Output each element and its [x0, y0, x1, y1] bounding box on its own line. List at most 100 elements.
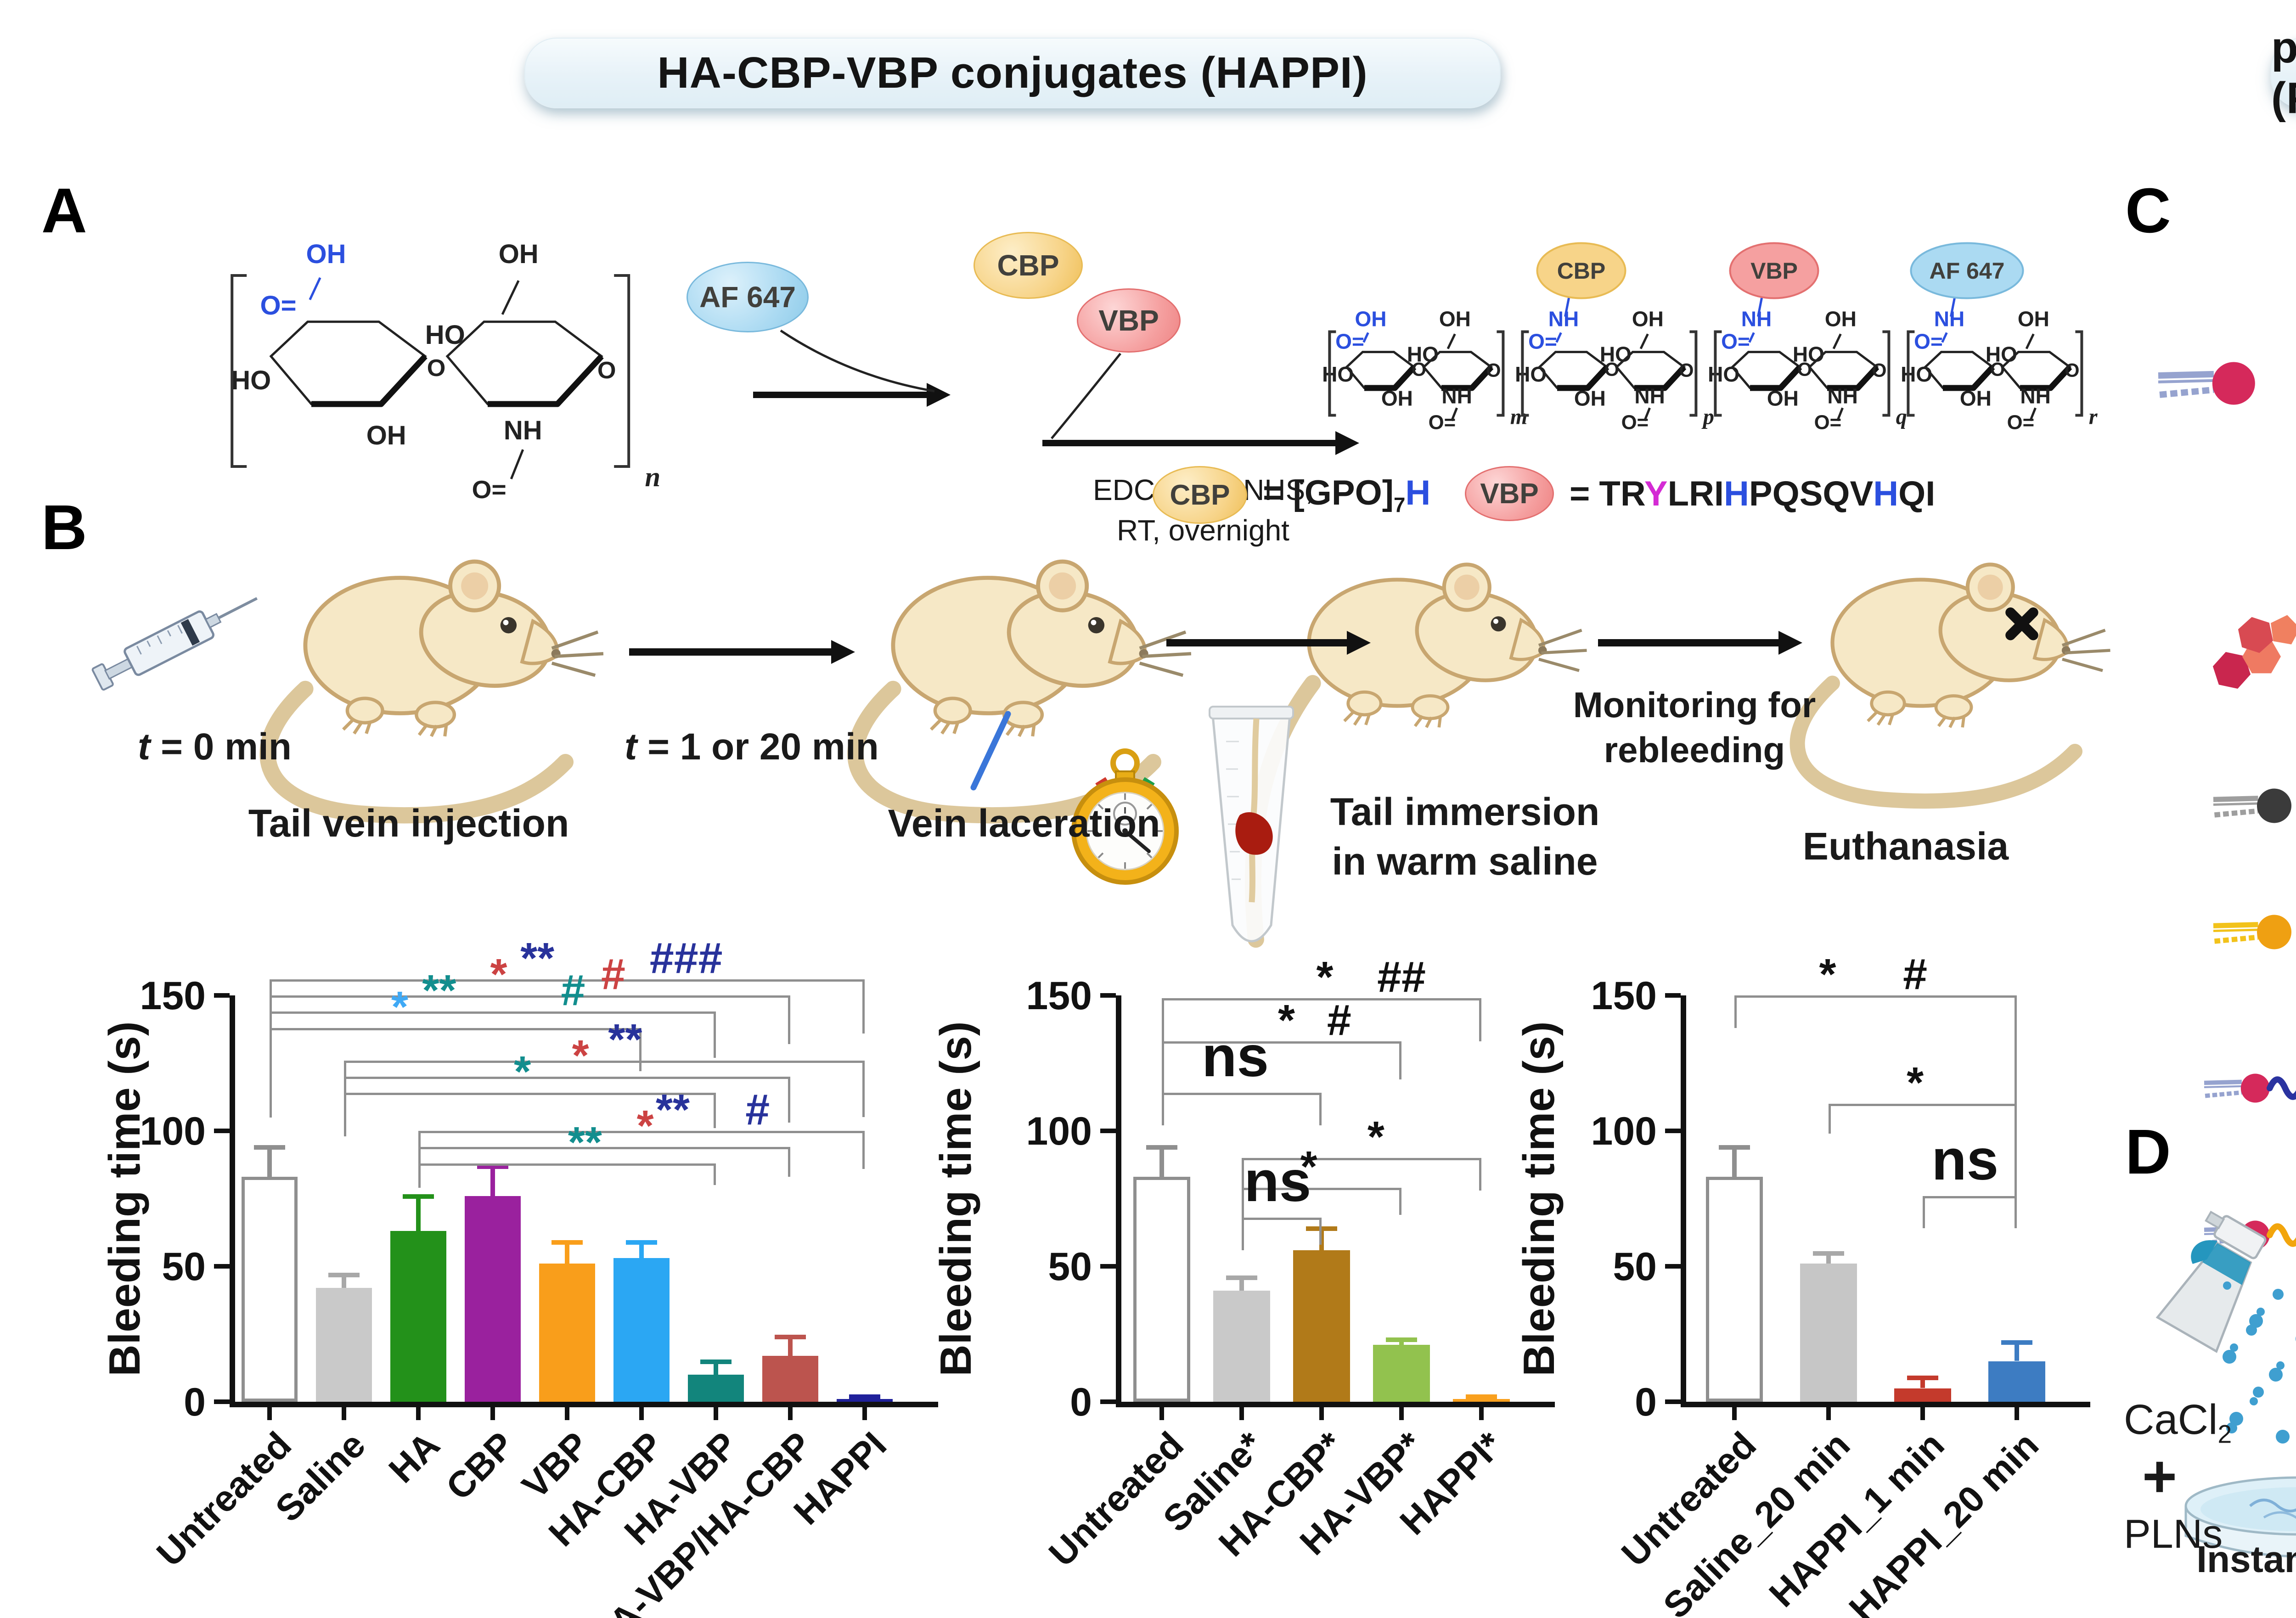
bar: [688, 1375, 744, 1402]
y-tick-label: 150: [1026, 974, 1092, 1018]
sig-mark: *: [391, 982, 408, 1031]
banner-happi-text: HA-CBP-VBP conjugates (HAPPI): [657, 48, 1368, 97]
sig-bracket-line: [418, 1147, 790, 1150]
sig-mark: *: [1300, 1142, 1317, 1191]
svg-text:O: O: [1486, 360, 1501, 381]
sig-bracket-line: [418, 1131, 865, 1133]
sig-bracket-line: [1162, 998, 1481, 1000]
svg-text:r: r: [2089, 404, 2098, 429]
error-bar-cap: [1719, 1145, 1750, 1150]
sig-bracket-line: [1162, 1041, 1401, 1044]
svg-text:O: O: [1797, 359, 1812, 380]
bar: [1894, 1388, 1951, 1402]
sig-bracket-line: [1242, 1158, 1481, 1160]
error-bar-cap: [1907, 1375, 1938, 1380]
x-tick-mark: [1239, 1402, 1244, 1420]
legend-icon-DSPC: [2200, 762, 2296, 849]
sig-bracket-line: [270, 1011, 716, 1014]
error-bar: [714, 1361, 718, 1375]
x-tick-mark: [788, 1402, 793, 1420]
error-bar: [788, 1337, 793, 1356]
svg-text:NH: NH: [1741, 307, 1772, 331]
syringe-icon: [91, 597, 258, 691]
x-tick-mark: [1399, 1402, 1404, 1420]
sig-mark: *: [1316, 952, 1334, 1001]
x-tick-mark: [1826, 1402, 1831, 1420]
timepoint-0: t = 0 min: [138, 726, 292, 768]
svg-text:O=: O=: [1528, 330, 1557, 354]
error-bar: [2015, 1342, 2019, 1361]
legend-icon-Chol: [2200, 613, 2296, 700]
lipid-icon: [2204, 1073, 2296, 1103]
svg-text:p: p: [1701, 404, 1714, 429]
vbp-legend-sequence: =TRYLRIHPQSQVHQI: [1570, 474, 1936, 513]
lipid-icon: [2158, 362, 2255, 405]
svg-text:O=: O=: [1914, 330, 1943, 354]
sig-bracket-line: [344, 1077, 790, 1079]
bar: [1133, 1177, 1190, 1402]
timepoint-1: t = 1 or 20 min: [625, 726, 879, 768]
error-bar-cap: [328, 1272, 360, 1277]
x-tick-mark: [342, 1402, 346, 1420]
error-bar: [490, 1166, 495, 1196]
svg-text:O: O: [1604, 359, 1619, 380]
vbp-seq-part: PQSQV: [1749, 474, 1874, 513]
sig-bracket-drop: [344, 1093, 346, 1136]
y-tick-mark: [214, 1399, 230, 1404]
svg-text:OH: OH: [1960, 387, 1992, 410]
error-bar: [1732, 1147, 1737, 1177]
bar: [837, 1399, 893, 1402]
svg-text:O: O: [1872, 360, 1886, 381]
svg-text:NH: NH: [2020, 384, 2050, 408]
bar: [1373, 1345, 1430, 1402]
sig-bracket-line: [1923, 1196, 2017, 1198]
sig-bracket-line: [270, 1028, 642, 1030]
svg-text:O: O: [427, 355, 446, 382]
y-tick-mark: [1665, 1129, 1681, 1133]
sig-mark: #: [561, 966, 585, 1015]
sig-bracket-line: [418, 1163, 716, 1166]
x-tick-mark: [1732, 1402, 1737, 1420]
error-bar-cap: [1306, 1226, 1337, 1231]
svg-text:O: O: [1990, 359, 2005, 380]
error-bar: [1239, 1277, 1244, 1291]
x-category-label: HA: [381, 1424, 448, 1491]
cbp-legend: CBP = [GPO]7H: [1153, 466, 1430, 524]
sig-mark: *: [1907, 1058, 1924, 1107]
sig-mark: *: [572, 1031, 589, 1080]
y-axis-label: Bleeding time (s): [931, 1021, 980, 1376]
svg-text:HO: HO: [1515, 362, 1547, 386]
x-tick-mark: [1479, 1402, 1484, 1420]
svg-text:OH: OH: [2018, 307, 2049, 331]
svg-text:O: O: [2065, 360, 2079, 381]
svg-text:OH: OH: [306, 239, 346, 269]
svg-text:OH: OH: [1767, 387, 1799, 410]
bar: [1988, 1361, 2045, 1402]
sig-bracket-drop: [1399, 1187, 1401, 1215]
y-tick-label: 100: [1026, 1109, 1092, 1153]
lipid-icon: [2213, 788, 2291, 823]
svg-text:VBP: VBP: [1750, 258, 1798, 284]
error-bar-cap: [1386, 1337, 1417, 1343]
sig-bracket-drop: [1319, 1093, 1322, 1126]
error-bar-cap: [551, 1240, 583, 1245]
sig-bracket-drop: [1319, 1217, 1322, 1245]
sig-mark: *: [1277, 996, 1295, 1045]
y-tick-label: 150: [140, 974, 206, 1018]
error-bar-cap: [254, 1145, 285, 1150]
af647-oval: AF 647: [687, 262, 809, 332]
sig-mark: **: [520, 933, 555, 983]
sig-bracket-line: [1242, 1187, 1401, 1190]
error-bar: [1920, 1377, 1925, 1388]
sig-mark: ns: [1244, 1149, 1311, 1214]
bar: [316, 1288, 372, 1402]
bar: [539, 1264, 595, 1402]
vbp-legend: VBP =TRYLRIHPQSQVHQI: [1465, 466, 1935, 521]
y-tick-mark: [1100, 1399, 1116, 1404]
sig-bracket-drop: [1162, 1093, 1164, 1126]
error-bar: [639, 1242, 644, 1258]
y-tick-label: 100: [140, 1109, 206, 1153]
y-tick-label: 50: [1048, 1245, 1092, 1289]
